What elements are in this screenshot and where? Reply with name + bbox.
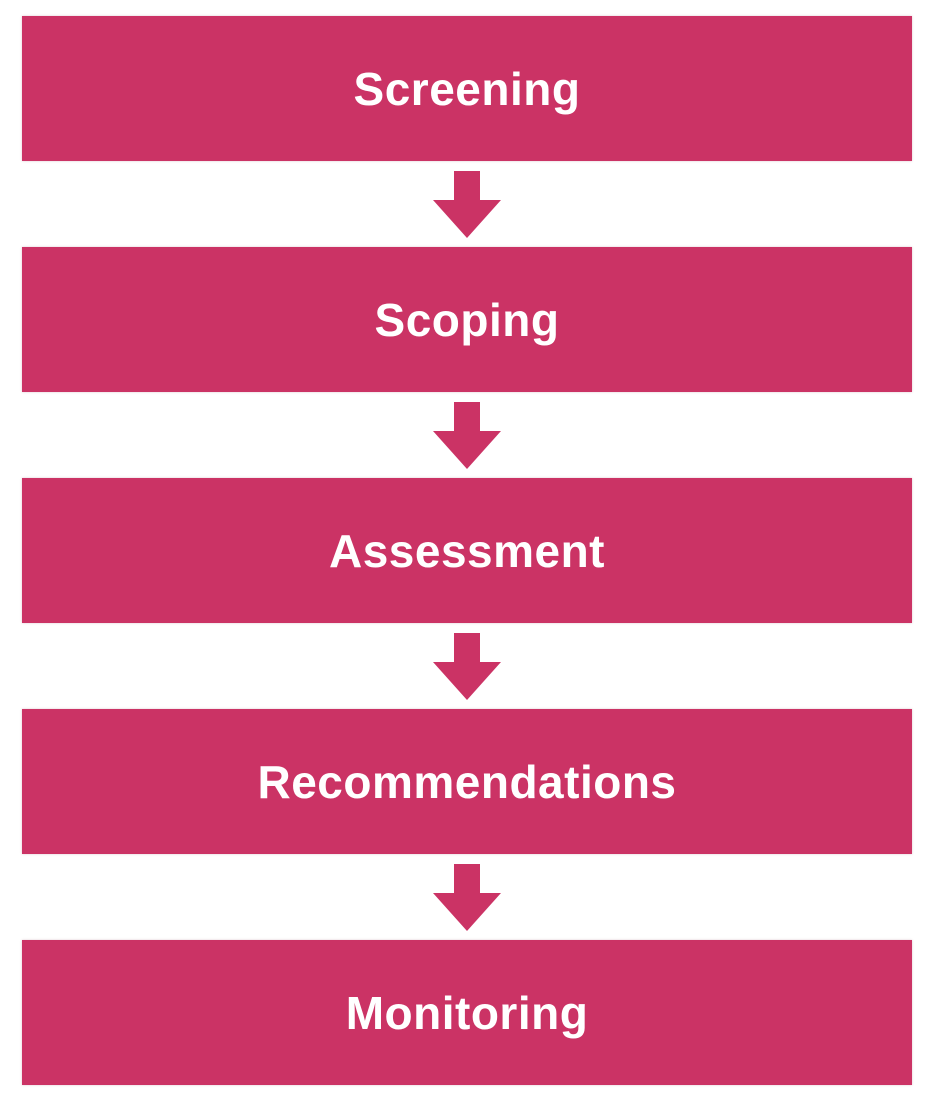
- down-arrow-icon: [433, 401, 501, 469]
- connector-gap: [22, 854, 912, 940]
- connector-gap: [22, 623, 912, 709]
- connector-gap: [22, 392, 912, 478]
- flow-column: Screening Scoping Assessment: [22, 16, 912, 1085]
- step-recommendations-label: Recommendations: [257, 755, 677, 808]
- step-scoping-label: Scoping: [374, 293, 560, 346]
- down-arrow-icon: [433, 632, 501, 700]
- step-screening: Screening: [22, 16, 912, 161]
- down-arrow-icon: [433, 170, 501, 238]
- step-scoping: Scoping: [22, 247, 912, 392]
- down-arrow-icon: [433, 863, 501, 931]
- step-assessment: Assessment: [22, 478, 912, 623]
- step-recommendations: Recommendations: [22, 709, 912, 854]
- step-monitoring: Monitoring: [22, 940, 912, 1085]
- step-monitoring-label: Monitoring: [345, 986, 589, 1039]
- connector-gap: [22, 161, 912, 247]
- step-assessment-label: Assessment: [328, 524, 606, 577]
- step-screening-label: Screening: [353, 62, 581, 115]
